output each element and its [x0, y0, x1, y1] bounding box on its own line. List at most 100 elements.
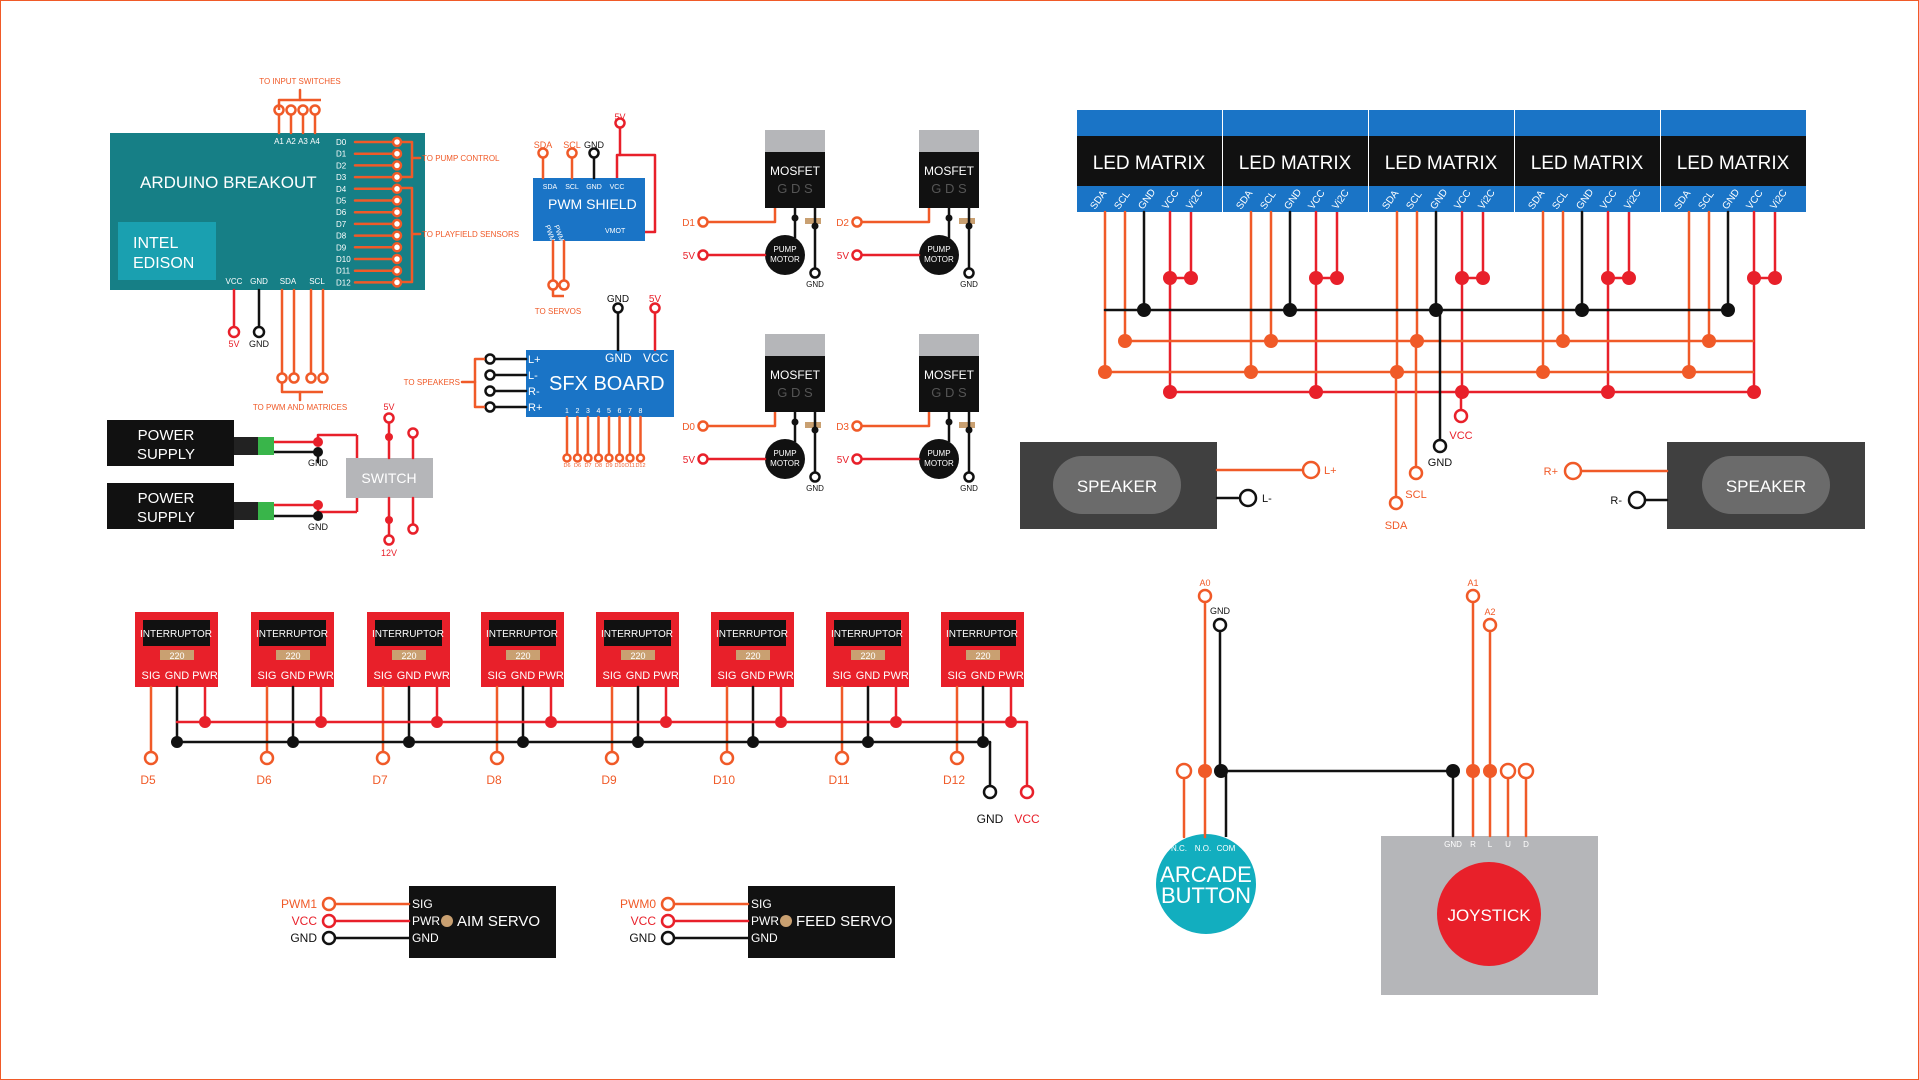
edison-label-1: INTEL [133, 235, 178, 252]
servo-sig-label: PWM1 [281, 897, 317, 911]
interruptor-label: INTERRUPTOR [946, 629, 1018, 640]
led-matrix [1223, 136, 1368, 186]
vi2c-dot [1622, 271, 1636, 285]
pwm-shield-board [533, 178, 645, 241]
barrel-tip-2 [258, 502, 274, 520]
mosfet-drain-dot [945, 214, 953, 222]
matrix-label: LED MATRIX [1531, 153, 1644, 174]
sfx-trigger-pin: 6 [618, 408, 622, 415]
mosfet-sig-terminal [851, 420, 863, 432]
arduino-pin-gnd: GND [250, 277, 268, 286]
speaker-rminus-label: R- [1610, 495, 1622, 507]
joystick-pin: U [1505, 840, 1511, 849]
matrix-pin-strip [1661, 186, 1806, 212]
d-pin-terminal [391, 230, 403, 241]
to-servos-label: TO SERVOS [535, 307, 581, 316]
sfx-vcc-pin: VCC [643, 351, 669, 365]
ps2-pos-dot [313, 500, 323, 510]
mosfet-gnd-label: GND [806, 280, 824, 289]
mosfet-resistor [805, 422, 821, 428]
d-pin-terminal [391, 148, 403, 159]
pump-motor-label-2: MOTOR [924, 255, 954, 264]
mosfet-gds-label: G D S [931, 385, 967, 400]
ps1-label-1: POWER [138, 427, 195, 444]
arduino-pin-d4: D4 [336, 185, 347, 194]
servo-terminal [558, 279, 570, 291]
interruptor-sig-pin: SIG [142, 670, 161, 682]
v5-terminal-2 [407, 427, 419, 439]
interruptor-sig-terminal [259, 750, 275, 766]
vcc-join-dot [1309, 271, 1323, 285]
interruptor-gnd-out-label: GND [977, 812, 1004, 826]
joystick-l-dot [1483, 764, 1497, 778]
led-matrix [1369, 136, 1514, 186]
sfx-trigger-label: D9 [605, 463, 612, 469]
shield-ext-terminal [566, 147, 578, 159]
d-pin-terminal [391, 160, 403, 171]
aim-servo [409, 886, 556, 958]
interruptor-pwr-pin: PWR [192, 670, 218, 682]
mosfet-body [919, 356, 979, 412]
sfx-trigger-label: D7 [584, 463, 591, 469]
shield-ext-label: SCL [563, 140, 581, 150]
motor-5v-label: 5V [837, 251, 850, 262]
mosfet-gnd-terminal [809, 471, 821, 483]
mosfet-gnd-terminal [963, 267, 975, 279]
sfx-trigger-label: D12 [635, 463, 645, 469]
aim-servo-label: AIM SERVO [457, 913, 540, 930]
servo-pwr-pin: PWR [412, 914, 440, 928]
interruptor-res-label: 220 [401, 651, 416, 661]
pump-motor-label-2: MOTOR [770, 255, 800, 264]
d-pin-terminal [391, 277, 403, 288]
servo-gnd-label: GND [290, 931, 317, 945]
d-pin-terminal [391, 242, 403, 253]
sfx-trigger-label: D11 [625, 463, 635, 469]
matrix-vi2c-wire [1462, 212, 1485, 280]
interruptor-resistor [276, 650, 310, 660]
pump-motor [765, 235, 805, 275]
sfx-trigger-label: D6 [563, 463, 570, 469]
arduino-pin-sda: SDA [280, 277, 297, 286]
interruptor-sensor [719, 620, 786, 646]
interruptor-resistor [160, 650, 194, 660]
d-pin-terminal [391, 253, 403, 265]
speaker-lminus-terminal [1238, 488, 1258, 508]
shield-5v-label: 5V [614, 112, 625, 122]
to-pump-label: TO PUMP CONTROL [422, 154, 500, 163]
servo-bus [551, 290, 564, 298]
speaker-right-label: SPEAKER [1726, 477, 1806, 496]
v5-label: 5V [383, 402, 394, 412]
sda-drop-label: SDA [1385, 520, 1408, 532]
pwm-shield-pin: SDA [543, 184, 558, 191]
interruptor-sensor [375, 620, 442, 646]
mosfet-resistor [959, 218, 975, 224]
arduino-pin-d5: D5 [336, 197, 347, 206]
mosfet-title: MOSFET [924, 368, 975, 382]
ps2-label-1: POWER [138, 490, 195, 507]
matrix-label: LED MATRIX [1385, 153, 1498, 174]
arduino-pin-scl: SCL [309, 277, 325, 286]
feed-servo-label: FEED SERVO [796, 913, 892, 930]
mosfet-gnd-label: GND [806, 484, 824, 493]
matrix-vi2c-wire [1170, 212, 1193, 280]
interruptor-sig-terminal [834, 750, 850, 766]
arcade-label-2: BUTTON [1161, 883, 1251, 908]
joystick-u-terminal [1499, 762, 1517, 780]
i2c-terminal [317, 372, 329, 384]
interruptor-resistor [736, 650, 770, 660]
interruptor-res-label: 220 [860, 651, 875, 661]
interruptor-sig-label: D8 [486, 773, 502, 787]
arduino-pin-a4: A4 [310, 137, 320, 146]
interruptor-label: INTERRUPTOR [140, 629, 212, 640]
ps1-label-2: SUPPLY [137, 446, 195, 463]
joystick-gnd-dot [1446, 764, 1460, 778]
joystick-label: JOYSTICK [1447, 906, 1531, 925]
mosfet-sig-terminal [697, 420, 709, 432]
servo-terminal [547, 279, 559, 291]
arduino-pin-d6: D6 [336, 208, 347, 217]
speaker-lplus-terminal [1301, 460, 1321, 480]
pump-motor-label-1: PUMP [927, 449, 950, 458]
mosfet-gate-wire [859, 412, 931, 428]
mosfet-title: MOSFET [770, 368, 821, 382]
vcc-join-dot [1601, 271, 1615, 285]
